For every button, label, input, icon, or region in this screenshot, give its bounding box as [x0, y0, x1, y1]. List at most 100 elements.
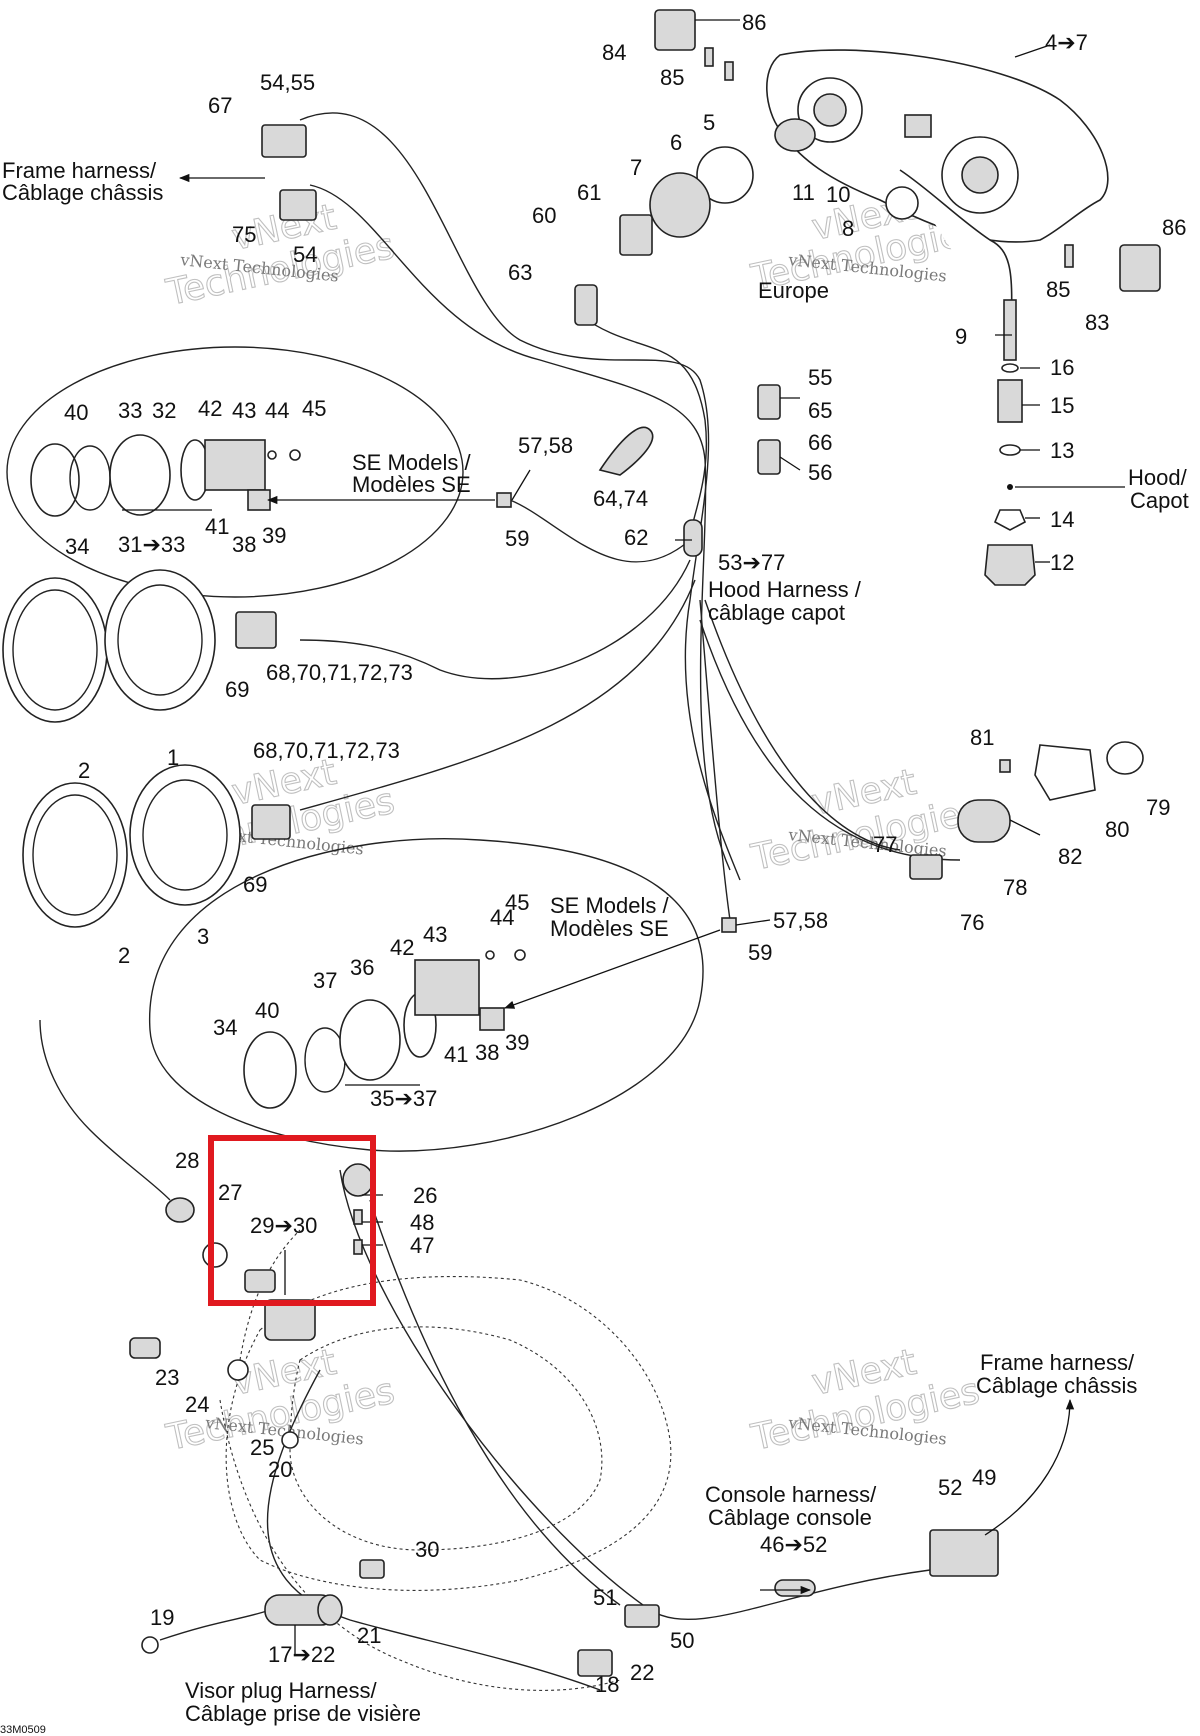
label-europe: Europe [758, 278, 829, 303]
gauge-1-face [117, 584, 203, 696]
callout-19: 19 [150, 1605, 174, 1630]
connector-30 [359, 1559, 385, 1579]
leader-57-58a [511, 469, 531, 501]
callout-59b: 59 [748, 940, 772, 965]
callout-9: 9 [955, 324, 967, 349]
callout-41b: 41 [444, 1042, 468, 1067]
sleeve-62 [683, 519, 703, 557]
callout-62: 62 [624, 525, 648, 550]
callout-12: 12 [1050, 550, 1074, 575]
connector-69b [251, 804, 291, 840]
callout-59: 59 [505, 526, 529, 551]
callout-61: 61 [577, 180, 601, 205]
callout-22: 22 [630, 1660, 654, 1685]
callout-79: 79 [1146, 795, 1170, 820]
callout-68-73: 68,70,71,72,73 [266, 660, 413, 685]
callout-57-58: 57,58 [518, 433, 573, 458]
sleeve-46 [774, 1579, 816, 1597]
callout-67: 67 [208, 93, 232, 118]
bezel-34a [30, 443, 80, 517]
console-outline-lower [219, 1399, 621, 1691]
se-models-ellipse-a [6, 346, 464, 598]
callout-8: 8 [842, 216, 854, 241]
hood-harness-wire [579, 314, 708, 541]
callout-52: 52 [938, 1475, 962, 1500]
connector-39b [479, 1007, 505, 1031]
callout-42: 42 [198, 396, 222, 421]
callout-5: 5 [703, 110, 715, 135]
horn-78 [957, 799, 1011, 843]
terminal-47 [353, 1239, 363, 1255]
callout-24: 24 [185, 1392, 209, 1417]
gauge-bezel-2b [22, 782, 128, 928]
label-se-models-fr-b: Modèles SE [550, 916, 669, 941]
callout-56: 56 [808, 460, 832, 485]
callout-34: 34 [65, 534, 89, 559]
callout-31-33: 31➔33 [118, 532, 185, 557]
gauge-bezel-2a [2, 577, 108, 723]
bulb-10 [904, 114, 932, 138]
callout-44b: 44 [490, 905, 514, 930]
callout-86: 86 [742, 10, 766, 35]
callout-25: 25 [250, 1435, 274, 1460]
console-harness-wire-2 [369, 1199, 621, 1606]
adjuster-rod-threads [1003, 299, 1017, 361]
screw-85a-2 [724, 61, 734, 81]
callout-65: 65 [808, 398, 832, 423]
key-lanyard-cord [39, 1019, 171, 1201]
housing-42b [414, 959, 480, 1016]
label-frame-harness-en-b: Frame harness/ [980, 1350, 1135, 1375]
callout-66: 66 [808, 430, 832, 455]
label-frame-harness-fr-b: Câblage châssis [976, 1373, 1137, 1398]
callout-1: 1 [167, 745, 179, 770]
callout-40: 40 [64, 400, 88, 425]
headlight-bulb-socket-right [961, 156, 999, 194]
console-outline-inner [289, 1326, 603, 1551]
callout-45: 45 [302, 396, 326, 421]
washer-13 [999, 444, 1021, 456]
callout-10: 10 [826, 182, 850, 207]
bracket-part-84 [654, 9, 696, 51]
callout-44: 44 [265, 398, 289, 423]
leader-lines [122, 19, 1125, 1655]
callout-39b: 39 [505, 1030, 529, 1055]
callout-75: 75 [232, 222, 256, 247]
callout-labels: 84 86 85 4➔7 54,55 67 5 6 7 61 60 11 10 … [0, 10, 1189, 1736]
callout-30: 30 [415, 1537, 439, 1562]
callout-64-74: 64,74 [593, 486, 648, 511]
retaining-ring-6 [696, 146, 754, 204]
tube-63 [574, 284, 598, 326]
connector-23 [129, 1337, 161, 1359]
label-se-models-en-b: SE Models / [550, 893, 669, 918]
nut-45b [514, 949, 526, 961]
callout-85: 85 [660, 65, 684, 90]
callout-2b: 2 [118, 943, 130, 968]
bulb-5 [774, 118, 816, 152]
connector-65 [757, 384, 781, 420]
label-visor-fr: Câblage prise de visière [185, 1701, 421, 1726]
callout-51: 51 [593, 1585, 617, 1610]
gauge-group [2, 569, 291, 928]
callout-6: 6 [670, 130, 682, 155]
callout-4-7: 4➔7 [1045, 30, 1088, 55]
branch-to-gauge-plug-b [299, 579, 696, 811]
connector-61 [619, 214, 653, 256]
gauge-bezel-2a-inner [12, 589, 98, 711]
callout-63: 63 [508, 260, 532, 285]
main-harness-wire-2 [309, 184, 731, 871]
washer-44b [485, 950, 495, 960]
callout-40b: 40 [255, 998, 279, 1023]
label-hood-harness-en: Hood Harness / [708, 577, 862, 602]
callout-57-58b: 57,58 [773, 908, 828, 933]
ring-79 [1106, 741, 1144, 775]
callout-21: 21 [357, 1623, 381, 1648]
se-arrow-b [504, 929, 721, 1009]
figure-code: 33M0509 [0, 1724, 46, 1736]
callout-28: 28 [175, 1148, 199, 1173]
callout-42b: 42 [390, 935, 414, 960]
knob-12 [984, 544, 1036, 586]
callout-37: 37 [313, 968, 337, 993]
ring-27 [202, 1242, 228, 1268]
callout-76: 76 [960, 910, 984, 935]
post-29 [244, 1269, 276, 1293]
